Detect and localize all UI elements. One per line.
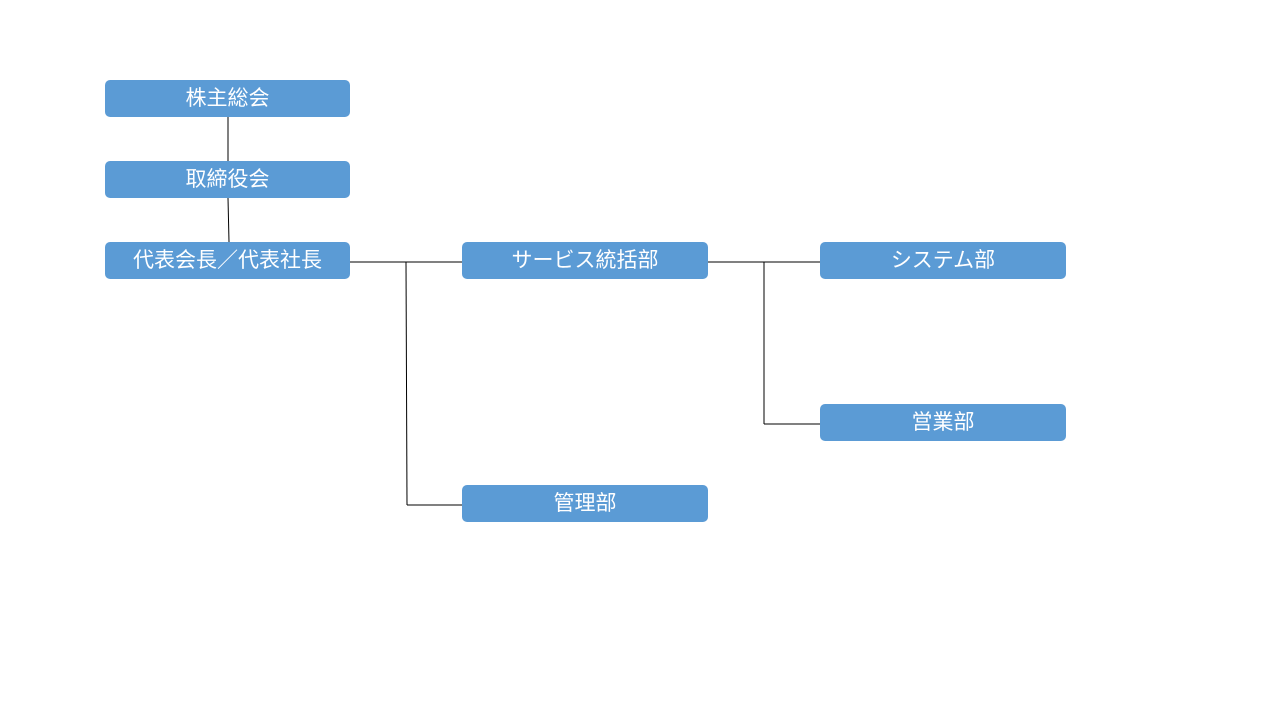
connector-board-executives xyxy=(227,197,230,243)
node-board-of-directors: 取締役会 xyxy=(105,161,350,198)
node-shareholders-meeting: 株主総会 xyxy=(105,80,350,117)
connector-executives-admin-vertical xyxy=(405,261,408,506)
node-sales-department: 営業部 xyxy=(820,404,1066,441)
node-service-division: サービス統括部 xyxy=(462,242,708,279)
node-system-department: システム部 xyxy=(820,242,1066,279)
node-chairman-president: 代表会長／代表社長 xyxy=(105,242,350,279)
node-admin-department: 管理部 xyxy=(462,485,708,522)
